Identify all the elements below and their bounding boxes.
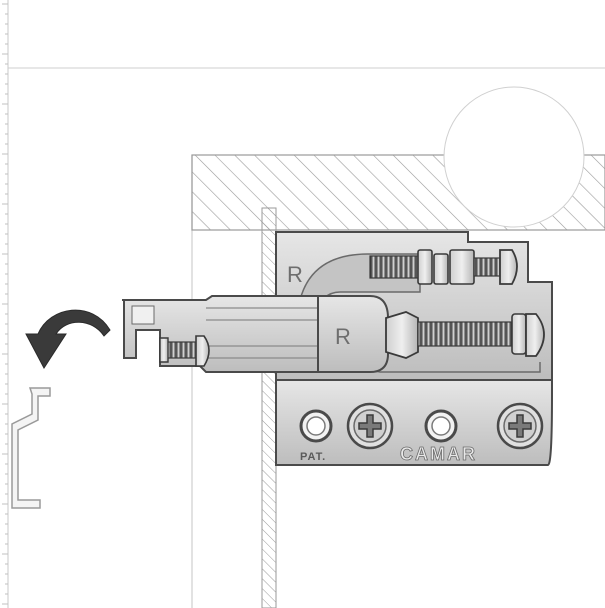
brand-logo: CAMAR xyxy=(400,444,477,464)
phillips-screw-icon xyxy=(496,402,544,450)
r-mark-lower: R xyxy=(335,324,351,349)
arm-screw xyxy=(159,335,210,367)
side-panel-hatched xyxy=(261,207,277,608)
ruler-ticks xyxy=(2,3,8,605)
mounting-plate: PAT. CAMAR xyxy=(275,379,553,466)
z-profile-bracket xyxy=(11,387,51,509)
lower-adjustment-screw xyxy=(385,311,545,359)
sliding-arm xyxy=(122,295,331,373)
left-ruler xyxy=(2,0,9,608)
detail-circle xyxy=(443,86,585,228)
patent-mark: PAT. xyxy=(300,451,326,463)
phillips-screw-icon xyxy=(346,402,394,450)
r-mark-upper: R xyxy=(287,262,303,287)
carriage-block: R xyxy=(317,295,389,373)
upper-adjustment-screw xyxy=(369,249,518,285)
curved-arrow-icon xyxy=(25,309,111,369)
